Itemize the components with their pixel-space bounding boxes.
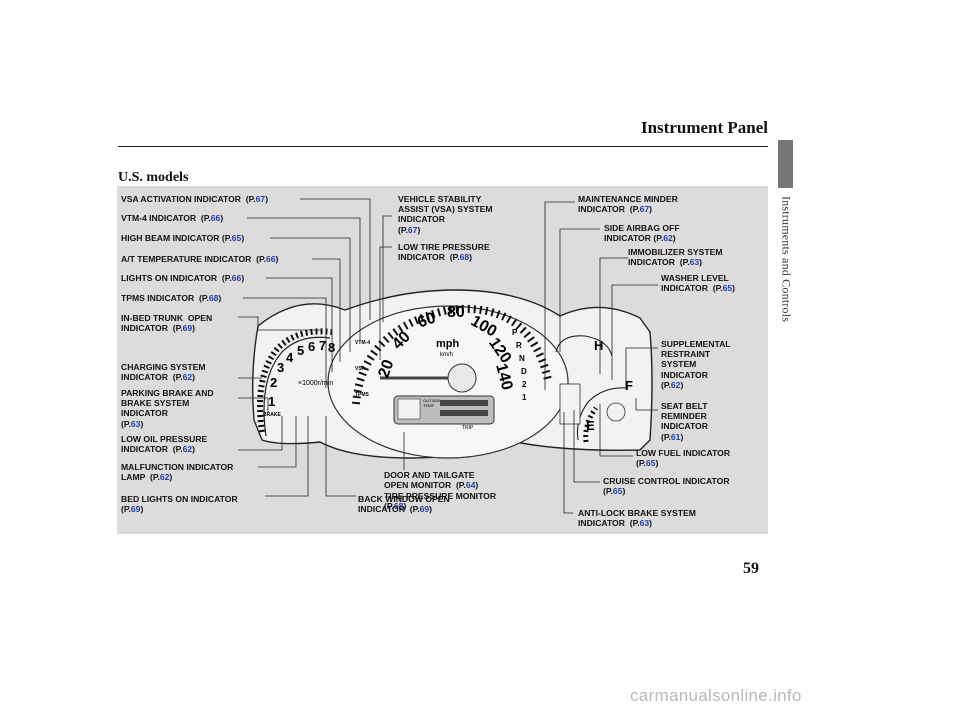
label-low-tire: LOW TIRE PRESSURE INDICATOR (P.68) [398, 242, 490, 263]
section-tab-marker [778, 140, 793, 188]
gear-r: R [516, 341, 522, 350]
label-cruise: CRUISE CONTROL INDICATOR (P.65) [603, 476, 730, 497]
tach-unit: ×1000r/min [298, 380, 334, 387]
label-in-bed-trunk: IN-BED TRUNK OPEN INDICATOR (P.69) [121, 313, 213, 334]
label-srs: SUPPLEMENTAL RESTRAINT SYSTEM INDICATOR … [661, 339, 731, 390]
label-tpms: TPMS INDICATOR (P.68) [121, 293, 222, 303]
gear-1: 1 [522, 393, 527, 402]
label-vsa-system: VEHICLE STABILITY ASSIST (VSA) SYSTEM IN… [398, 194, 493, 235]
fuel-empty-mark: E [586, 418, 595, 433]
fuel-full-mark: F [625, 378, 633, 393]
outside-temp-label: OUTSIDE TEMP [423, 398, 441, 408]
label-charging: CHARGING SYSTEM INDICATOR (P.62) [121, 362, 206, 383]
label-tire-monitor: TIRE PRESSURE MONITOR (P.68) [384, 491, 497, 512]
tach-scale-2: 2 [270, 375, 278, 390]
label-at-temp: A/T TEMPERATURE INDICATOR (P.66) [121, 254, 279, 264]
label-malfunction: MALFUNCTION INDICATOR LAMP (P.62) [121, 462, 234, 483]
tach-scale-7: 7 [319, 338, 327, 353]
multi-info-display [393, 395, 495, 425]
tach-scale-5: 5 [297, 343, 305, 358]
tach-scale-8: 8 [328, 340, 336, 355]
label-seat-belt: SEAT BELT REMINDER INDICATOR (P.61) [661, 401, 708, 442]
label-abs: ANTI-LOCK BRAKE SYSTEM INDICATOR (P.63) [578, 508, 696, 529]
title-rule [118, 146, 768, 147]
gear-d: D [521, 367, 527, 376]
tach-scale-6: 6 [308, 339, 316, 354]
speed-unit: mph [436, 338, 460, 350]
section-subtitle: U.S. models [118, 170, 189, 185]
label-vsa-activation: VSA ACTIVATION INDICATOR (P.67) [121, 194, 269, 204]
label-low-oil: LOW OIL PRESSURE INDICATOR (P.62) [121, 434, 208, 455]
vtm-word: VTM-4 [355, 340, 370, 346]
label-vtm4: VTM-4 INDICATOR (P.66) [121, 213, 224, 223]
page-title: Instrument Panel [640, 118, 768, 137]
tach-scale-1: 1 [268, 394, 276, 409]
label-back-window: BACK WINDOW OPEN INDICATOR (P.69) [358, 494, 450, 515]
tach-scale-4: 4 [286, 350, 294, 365]
speed-sub-unit: km/h [440, 352, 454, 358]
watermark: carmanualsonline.info [630, 686, 802, 705]
tach-scale-3: 3 [277, 360, 285, 375]
brake-word: BRAKE [263, 412, 281, 418]
trip-label: TRIP [462, 425, 474, 431]
label-lights-on: LIGHTS ON INDICATOR (P.66) [121, 273, 245, 283]
tachometer [257, 328, 333, 437]
label-maintenance: MAINTENANCE MINDER INDICATOR (P.67) [578, 194, 678, 215]
gear-n: N [519, 354, 525, 363]
label-low-fuel: LOW FUEL INDICATOR (P.65) [636, 448, 731, 469]
label-bed-lights: BED LIGHTS ON INDICATOR (P.69) [121, 494, 238, 515]
label-washer: WASHER LEVEL INDICATOR (P.65) [661, 273, 736, 294]
leader-lines [238, 198, 658, 514]
label-parking-brake: PARKING BRAKE AND BRAKE SYSTEM INDICATOR… [121, 388, 214, 429]
vsa-word: VSA [355, 366, 366, 372]
label-immobilizer: IMMOBILIZER SYSTEM INDICATOR (P.63) [628, 247, 723, 268]
temp-hot-mark: H [594, 338, 604, 353]
page-number: 59 [743, 560, 759, 577]
tpms-word: TPMS [355, 392, 369, 398]
gear-2: 2 [522, 380, 527, 389]
speedometer [327, 304, 569, 459]
gear-p: P [512, 328, 518, 337]
label-side-airbag: SIDE AIRBAG OFF INDICATOR (P.62) [604, 223, 680, 244]
label-door-tailgate: DOOR AND TAILGATE OPEN MONITOR (P.64) [384, 470, 479, 491]
label-high-beam: HIGH BEAM INDICATOR (P.65) [121, 233, 245, 243]
speed-scale-80: 80 [447, 304, 465, 321]
